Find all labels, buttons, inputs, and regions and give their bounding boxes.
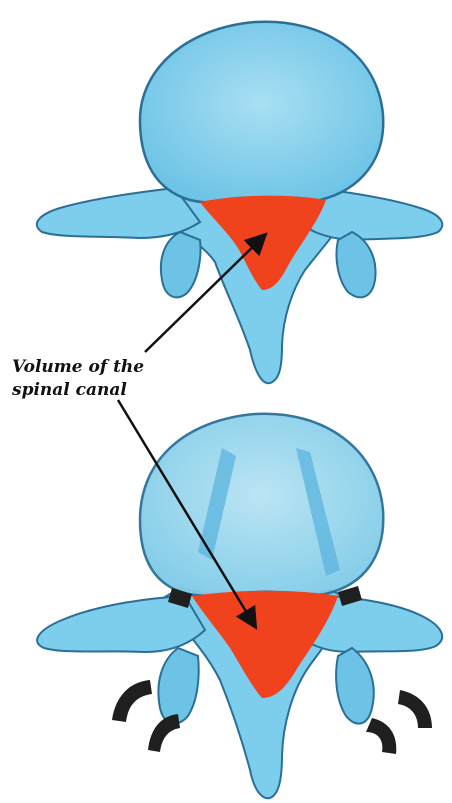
upper-vertebral-body [140, 22, 383, 203]
left-rod-lower [148, 714, 180, 752]
upper-vertebra [37, 22, 442, 383]
label-line-2: spinal canal [12, 379, 232, 402]
lower-left-articular-process [158, 648, 198, 724]
right-rod [398, 690, 432, 728]
right-rod-lower [366, 718, 396, 754]
upper-right-articular-process [336, 232, 375, 297]
lower-vertebra [37, 414, 442, 799]
label-line-1: Volume of the [12, 356, 232, 379]
lower-vertebral-body [140, 414, 383, 596]
lower-right-articular-process [336, 648, 374, 724]
upper-left-articular-process [161, 232, 201, 297]
spinal-canal-label: Volume of the spinal canal [12, 356, 232, 402]
left-rod [112, 680, 152, 722]
